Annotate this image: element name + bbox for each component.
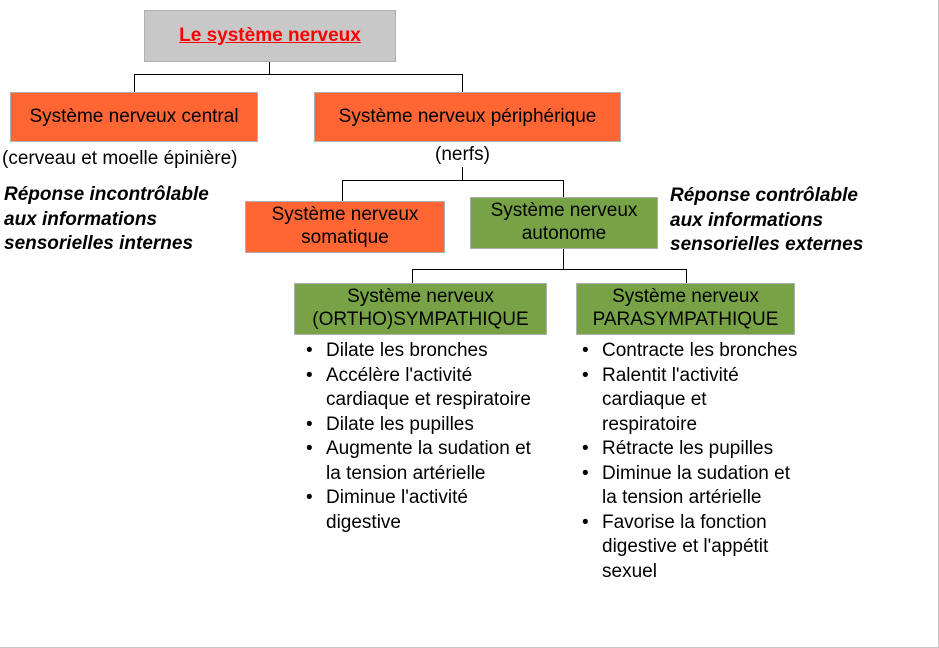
connector-to-parasympathetic — [686, 269, 687, 283]
connector-level3-bar — [412, 269, 687, 270]
sympathetic-box: Système nerveux (ORTHO)SYMPATHIQUE — [294, 283, 547, 335]
parasympathetic-line1: Système nerveux — [612, 286, 759, 308]
list-item: Rétracte les pupilles — [578, 437, 803, 462]
response-right-line1: Réponse contrôlable — [670, 185, 858, 206]
parasympathetic-line2: PARASYMPATHIQUE — [592, 309, 779, 330]
connector-autonomic-stem — [563, 249, 564, 269]
sympathetic-line1: Système nerveux — [347, 286, 494, 308]
connector-to-autonomic — [563, 180, 564, 197]
central-label: Système nerveux central — [29, 105, 239, 127]
connector-peripheral-stem — [462, 167, 463, 180]
sympathetic-effects-list: Dilate les bronches Accélère l'activité … — [302, 339, 542, 535]
list-item: Ralentit l'activité cardiaque et respira… — [578, 364, 803, 438]
list-item: Contracte les bronches — [578, 339, 803, 364]
response-right-line3: sensorielles externes — [670, 234, 864, 256]
response-right-line2: aux informations — [670, 209, 824, 231]
sympathetic-line2: (ORTHO)SYMPATHIQUE — [312, 309, 529, 330]
connector-to-central — [134, 74, 135, 92]
somatic-line2: somatique — [301, 227, 389, 248]
somatic-line1: Système nerveux — [271, 204, 419, 226]
connector-to-somatic — [342, 180, 343, 201]
response-left-line1: Réponse incontrôlable — [4, 184, 209, 205]
title-box: Le système nerveux — [144, 10, 396, 62]
response-right: Réponse contrôlable aux informations sen… — [670, 184, 863, 258]
list-item: Diminue l'activité digestive — [302, 486, 542, 535]
list-item: Augmente la sudation et la tension artér… — [302, 437, 542, 486]
peripheral-note: (nerfs) — [435, 144, 490, 165]
list-item: Favorise la fonction digestive et l'appé… — [578, 511, 803, 585]
response-left-line3: sensorielles internes — [4, 233, 194, 255]
response-left: Réponse incontrôlable aux informations s… — [4, 183, 209, 257]
peripheral-nervous-system-box: Système nerveux périphérique — [314, 92, 621, 142]
list-item: Dilate les pupilles — [302, 413, 542, 438]
autonomic-line2: autonome — [521, 223, 607, 244]
response-left-line2: aux informations — [4, 208, 158, 230]
parasympathetic-box: Système nerveux PARASYMPATHIQUE — [576, 283, 795, 335]
title-text: Le système nerveux — [179, 24, 361, 46]
parasympathetic-effects-list: Contracte les bronches Ralentit l'activi… — [578, 339, 803, 584]
list-item: Diminue la sudation et la tension artéri… — [578, 462, 803, 511]
connector-level2-bar — [342, 180, 564, 181]
peripheral-label: Système nerveux périphérique — [338, 105, 597, 127]
connector-level1-bar — [134, 74, 463, 75]
autonomic-box: Système nerveux autonome — [470, 197, 658, 249]
connector-title-stem — [269, 62, 270, 74]
autonomic-line1: Système nerveux — [490, 200, 638, 222]
connector-to-peripheral — [462, 74, 463, 92]
central-nervous-system-box: Système nerveux central — [10, 92, 258, 142]
list-item: Dilate les bronches — [302, 339, 542, 364]
connector-to-sympathetic — [412, 269, 413, 283]
central-note: (cerveau et moelle épinière) — [2, 148, 238, 169]
list-item: Accélère l'activité cardiaque et respira… — [302, 364, 542, 413]
somatic-box: Système nerveux somatique — [245, 201, 445, 253]
